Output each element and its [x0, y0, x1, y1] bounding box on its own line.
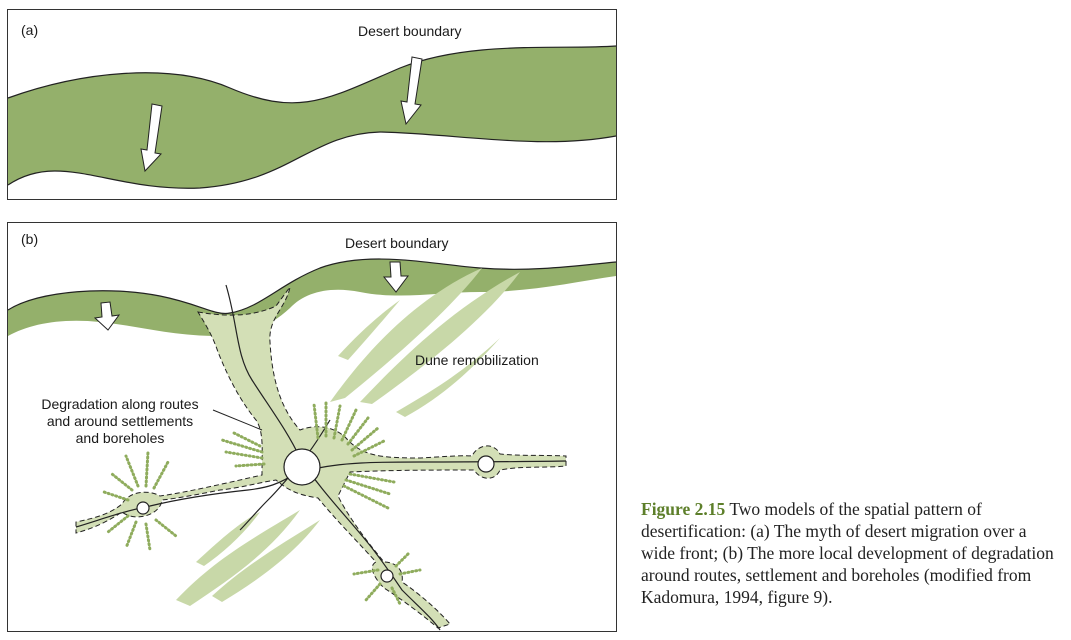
settlements: [136, 448, 495, 583]
panel-b-label: (b): [21, 231, 38, 247]
band-south-edge-a: [7, 131, 617, 189]
degradation-label-line: Degradation along routes: [41, 396, 198, 412]
degradation-label-line: and around settlements: [47, 413, 193, 429]
panel-a: (a) Desert boundary: [7, 9, 617, 200]
migration-arrow-icon: [382, 261, 409, 293]
settlement-icon: [283, 448, 321, 486]
figure-caption: Figure 2.15 Two models of the spatial pa…: [641, 498, 1061, 608]
degradation-label-line: and boreholes: [76, 430, 165, 446]
borehole-icon: [477, 455, 495, 473]
dotted-degradation-lines: [102, 398, 422, 606]
caption-text: Two models of the spatial pattern of des…: [641, 499, 1054, 607]
desert-band-a: [8, 46, 616, 189]
routes: [75, 284, 567, 631]
borehole-icon: [136, 501, 150, 515]
migration-arrow-icon: [93, 301, 121, 331]
borehole-icon: [380, 569, 394, 583]
desert-boundary-line-a: [7, 45, 617, 104]
degradation-zone: [75, 286, 567, 629]
dune-remobilization-label: Dune remobilization: [415, 352, 539, 368]
desert-boundary-line-b: [7, 258, 617, 315]
dune-fields: [176, 268, 520, 606]
label-pointer-line: [212, 409, 263, 431]
panel-b: (b) Desert boundary Dune remobilization …: [7, 222, 617, 632]
desert-boundary-label-b: Desert boundary: [345, 235, 449, 251]
figure-number: Figure 2.15: [641, 499, 726, 519]
migration-arrow-icon: [140, 103, 163, 173]
migration-arrow-icon: [400, 56, 423, 126]
desert-boundary-label-a: Desert boundary: [358, 23, 462, 39]
panel-a-label: (a): [21, 22, 38, 38]
